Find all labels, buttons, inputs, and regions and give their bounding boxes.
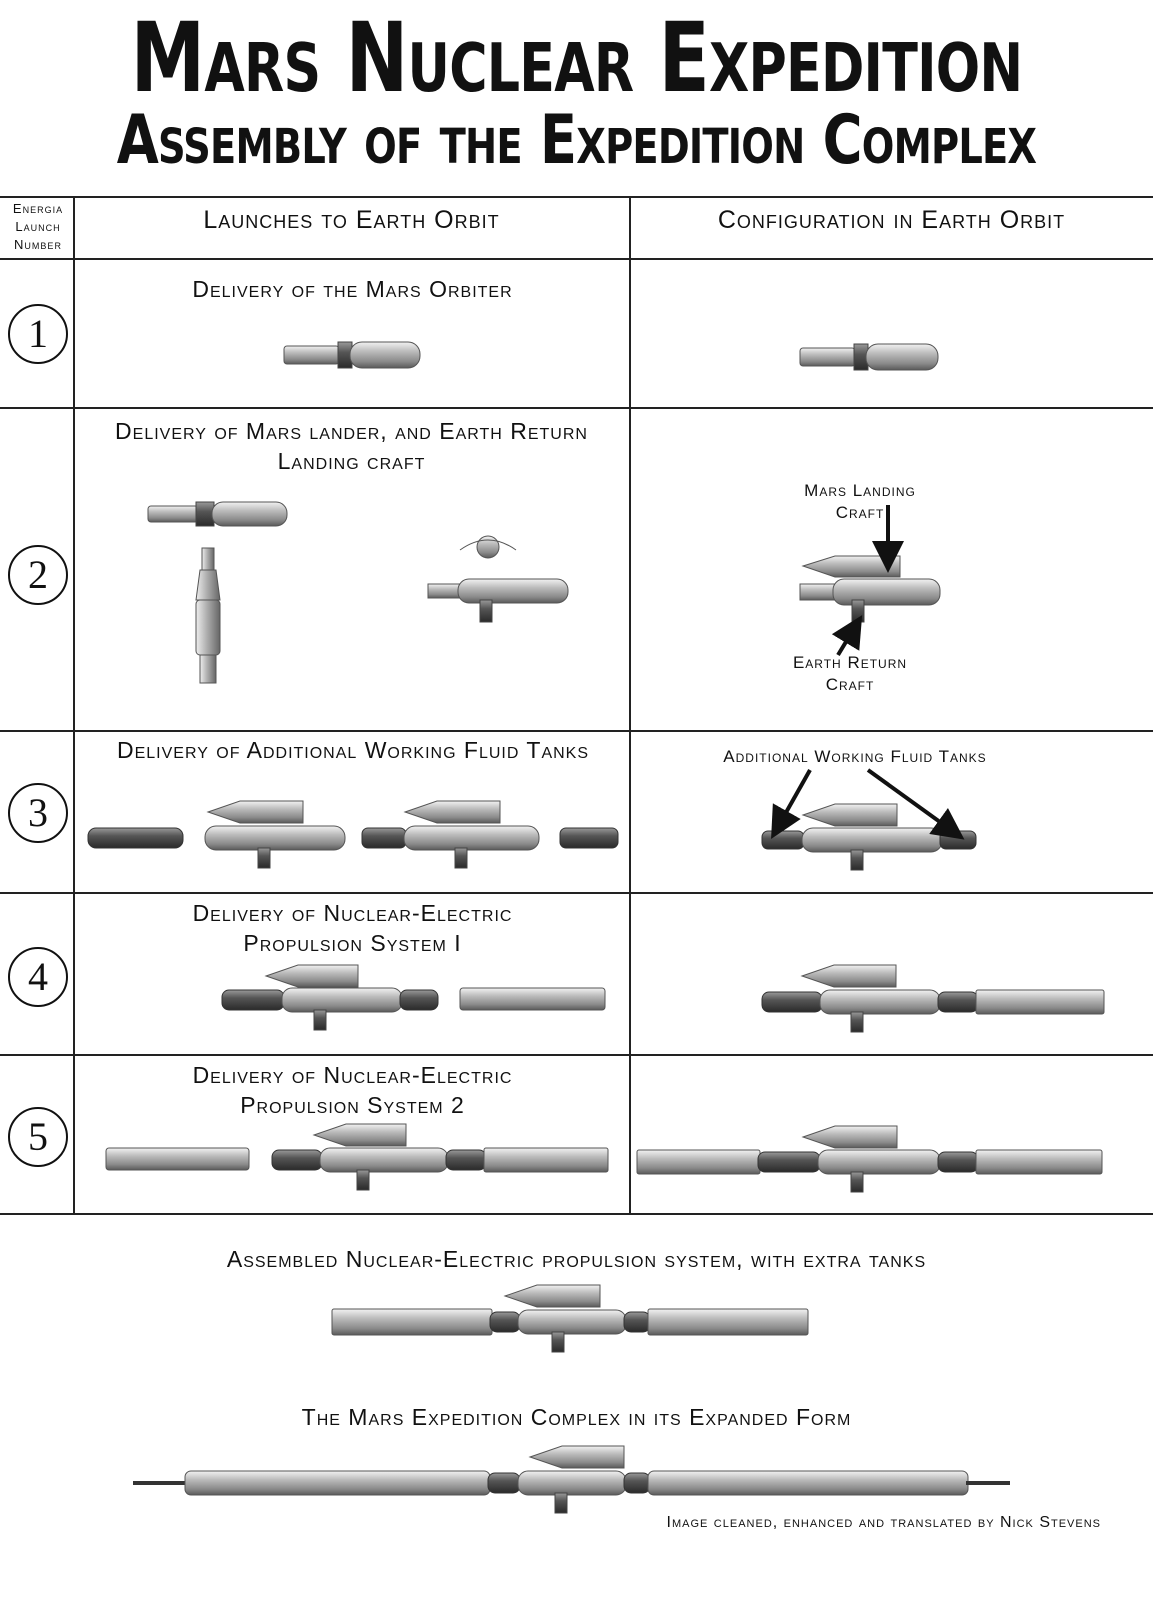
- row-2-caption: Delivery of Mars lander, and Earth Retur…: [115, 418, 588, 474]
- table-top-border: [0, 196, 1153, 198]
- expanded-caption: The Mars Expedition Complex in its Expan…: [301, 1404, 852, 1430]
- mars-landing-craft-label: Mars Landing Craft: [804, 481, 916, 522]
- propulsion-system-1-drawing: [221, 964, 606, 1031]
- launch-number-3: 3: [8, 783, 68, 843]
- launch-number-4: 4: [8, 947, 68, 1007]
- earth-return-craft-drawing: [427, 535, 569, 623]
- row-1-caption: Delivery of the Mars Orbiter: [192, 276, 513, 302]
- assembled-caption: Assembled Nuclear-Electric propulsion sy…: [226, 1246, 927, 1272]
- row-divider: [0, 892, 1153, 894]
- working-fluid-tanks-drawing: [87, 800, 619, 869]
- lander-horizontal-drawing: [147, 501, 288, 527]
- assembled-system-drawing: [331, 1284, 809, 1353]
- row-divider: [0, 730, 1153, 732]
- row-5-caption: Delivery of Nuclear-Electric Propulsion …: [192, 1062, 513, 1118]
- launch-number-1: 1: [8, 304, 68, 364]
- launch-number-2: 2: [8, 545, 68, 605]
- column-divider: [73, 196, 75, 1214]
- config-4-drawing: [761, 964, 1105, 1033]
- mars-orbiter-drawing: [283, 341, 421, 369]
- config-5-drawing: [636, 1125, 1103, 1193]
- header-launch-number: Energia Launch Number: [12, 201, 64, 252]
- config-2-drawing: [799, 505, 941, 657]
- header-divider: [0, 258, 1153, 260]
- config-3-drawing: [761, 768, 977, 871]
- earth-return-craft-label: Earth Return Craft: [792, 653, 908, 694]
- propulsion-system-2-drawing: [105, 1123, 609, 1191]
- mars-orbiter-config-drawing: [799, 343, 939, 371]
- row-divider: [0, 407, 1153, 409]
- table-bottom-border: [0, 1213, 1153, 1215]
- page-subtitle: Assembly of the Expedition Complex: [116, 101, 1037, 180]
- header-launches: Launches to Earth Orbit: [203, 206, 500, 234]
- launch-number-5: 5: [8, 1107, 68, 1167]
- row-3-caption: Delivery of Additional Working Fluid Tan…: [116, 737, 590, 763]
- lander-vertical-drawing: [195, 547, 221, 684]
- expanded-complex-drawing: [133, 1445, 1010, 1514]
- row-divider: [0, 1054, 1153, 1056]
- credit: Image cleaned, enhanced and translated b…: [666, 1514, 1101, 1531]
- header-configuration: Configuration in Earth Orbit: [717, 206, 1066, 234]
- page-title: Mars Nuclear Expedition: [130, 2, 1023, 114]
- additional-tanks-label: Additional Working Fluid Tanks: [723, 747, 987, 766]
- row-4-caption: Delivery of Nuclear-Electric Propulsion …: [192, 900, 513, 956]
- column-divider: [629, 196, 631, 1214]
